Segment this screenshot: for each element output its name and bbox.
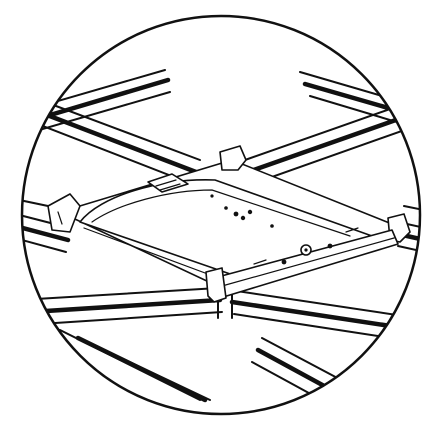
magnifier-circle	[20, 14, 422, 416]
fixture-slots	[253, 227, 359, 265]
light-fixture	[47, 145, 411, 303]
grid-content	[22, 69, 420, 411]
